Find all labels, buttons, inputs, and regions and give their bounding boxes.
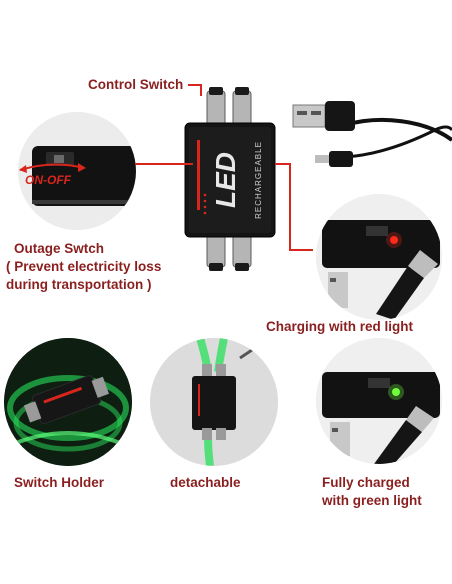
outage-switch-note-1: ( Prevent electricity loss [6,259,162,274]
on-off-arrow-icon [18,160,88,174]
on-off-label: ON-OFF [25,173,71,187]
control-switch-leader [188,84,202,86]
switch-holder-closeup [4,338,132,466]
detachable-label: detachable [170,475,241,490]
outage-leader [135,163,193,165]
fully-charged-label-1: Fully charged [322,475,410,490]
switch-holder-label: Switch Holder [14,475,105,490]
outage-switch-title: Outage Swtch [14,241,105,256]
charging-label: Charging with red light [266,319,413,334]
charging-leader-vertical [289,163,291,251]
charging-leader-horizontal [275,163,290,165]
outage-switch-closeup [18,112,136,230]
control-switch-leader-vertical [200,84,202,96]
device-logo-text: LED [210,152,241,208]
outage-switch-note-2: during transportation ) [6,277,152,292]
device-side-text: RECHARGEABLE [254,141,263,219]
control-switch-label: Control Switch [88,77,184,92]
charging-leader-horizontal-2 [289,249,313,251]
detachable-closeup [150,338,278,466]
charged-green-light-closeup [316,338,442,464]
fully-charged-label-2: with green light [322,493,422,508]
charging-red-light-closeup [316,194,442,320]
main-device-image: LED RECHARGEABLE [175,85,452,285]
